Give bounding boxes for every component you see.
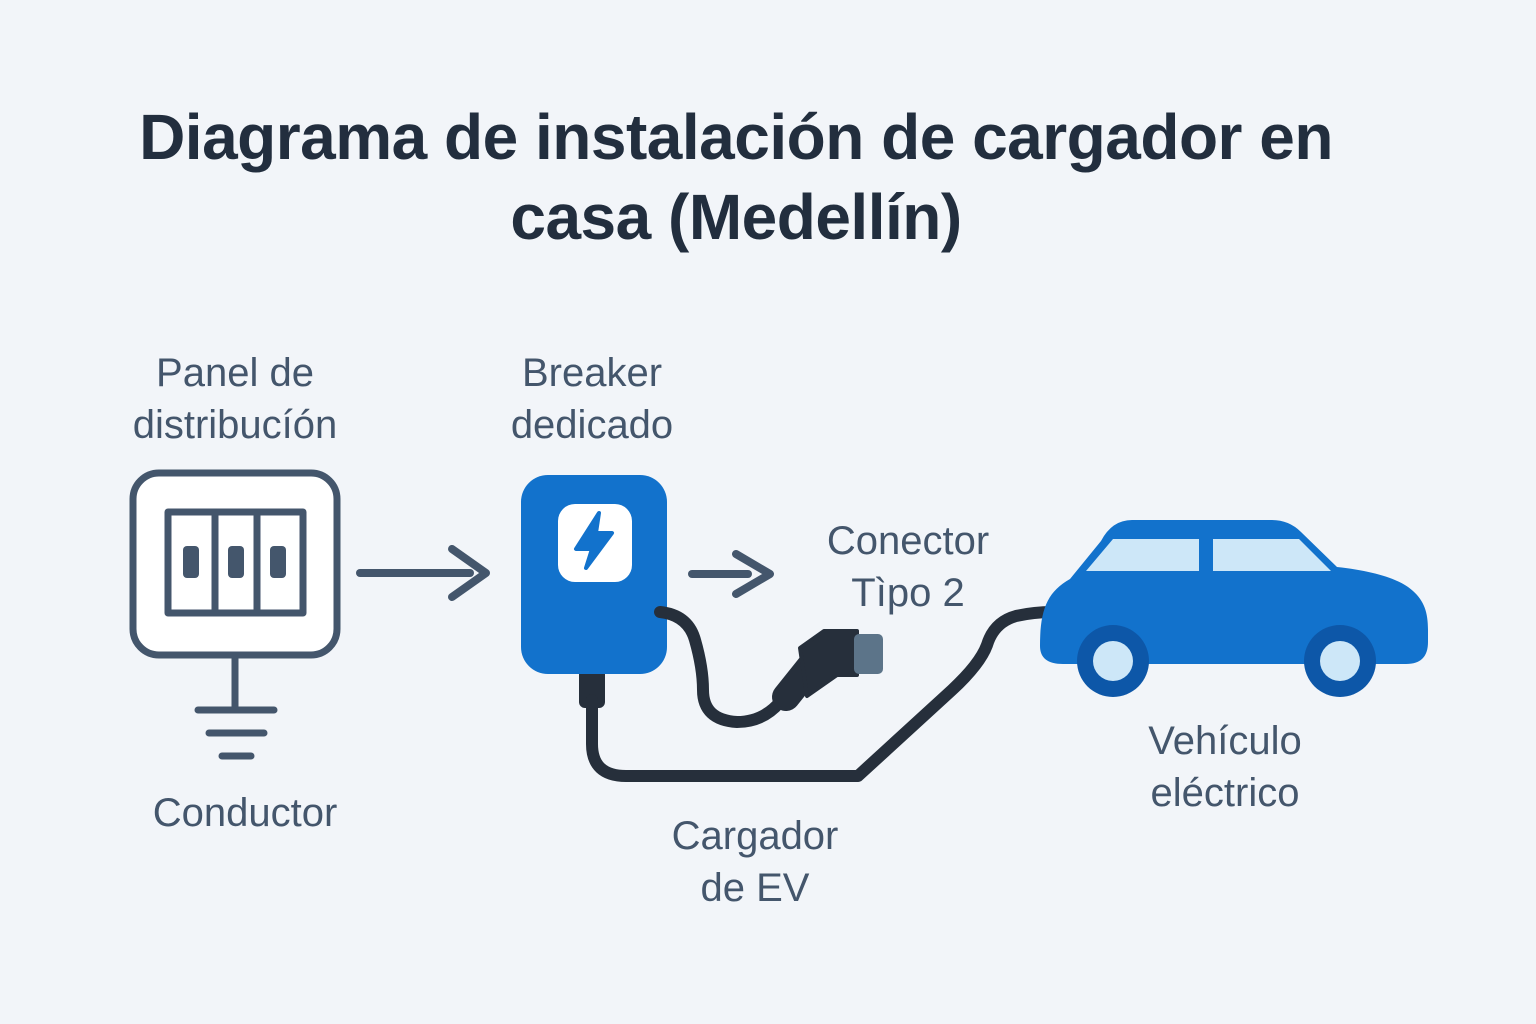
title-line-1: Diagrama de instalación de cargador en: [139, 101, 1333, 173]
label-charger-line1: Cargador: [671, 814, 839, 858]
panel-switch: [183, 546, 199, 578]
label-charger: Cargador de EV: [672, 810, 839, 914]
breaker-box-icon: [521, 475, 667, 674]
distribution-panel-icon: [129, 469, 341, 659]
label-breaker: Breaker dedicado: [511, 347, 673, 451]
cable-run: [586, 606, 1058, 782]
type2-connector-icon: [772, 629, 883, 711]
label-vehicle-line1: Vehículo: [1148, 719, 1302, 763]
label-panel-line1: Panel de: [156, 351, 314, 395]
panel-switch: [228, 546, 244, 578]
label-vehicle: Vehículo eléctrico: [1148, 715, 1301, 819]
arrow-head: [448, 545, 490, 601]
ground-conductor-icon: [194, 652, 278, 760]
label-breaker-line2: dedicado: [510, 403, 674, 447]
connector-cable: [654, 606, 796, 728]
label-vehicle-line2: eléctrico: [1150, 771, 1300, 815]
label-charger-line2: de EV: [700, 866, 810, 910]
panel-breaker-row: [164, 508, 307, 617]
label-connector: Conector Tìpo 2: [827, 515, 989, 619]
plug-head: [798, 629, 859, 698]
page-title: Diagrama de instalación de cargador en c…: [139, 97, 1333, 257]
car-window-rear: [1213, 539, 1331, 571]
label-connector-line2: Tìpo 2: [851, 571, 965, 615]
arrow-head: [732, 550, 774, 598]
label-panel: Panel de distribucíón: [133, 347, 338, 451]
label-conductor: Conductor: [153, 787, 338, 839]
label-connector-line1: Conector: [826, 519, 990, 563]
electric-car-icon: [1040, 520, 1428, 697]
car-window-front: [1086, 539, 1199, 571]
car-wheel-hub: [1093, 641, 1133, 681]
panel-switch: [270, 546, 286, 578]
label-breaker-line1: Breaker: [521, 351, 663, 395]
plug-tip: [854, 634, 883, 674]
label-panel-line2: distribucíón: [132, 403, 338, 447]
car-wheel-hub: [1320, 641, 1360, 681]
label-conductor-line1: Conductor: [152, 791, 338, 835]
lightning-bolt-icon: [574, 511, 614, 570]
arrow-right-icon: [356, 545, 490, 601]
title-line-2: casa (Medellín): [510, 181, 962, 253]
arrow-right-icon: [688, 550, 774, 598]
